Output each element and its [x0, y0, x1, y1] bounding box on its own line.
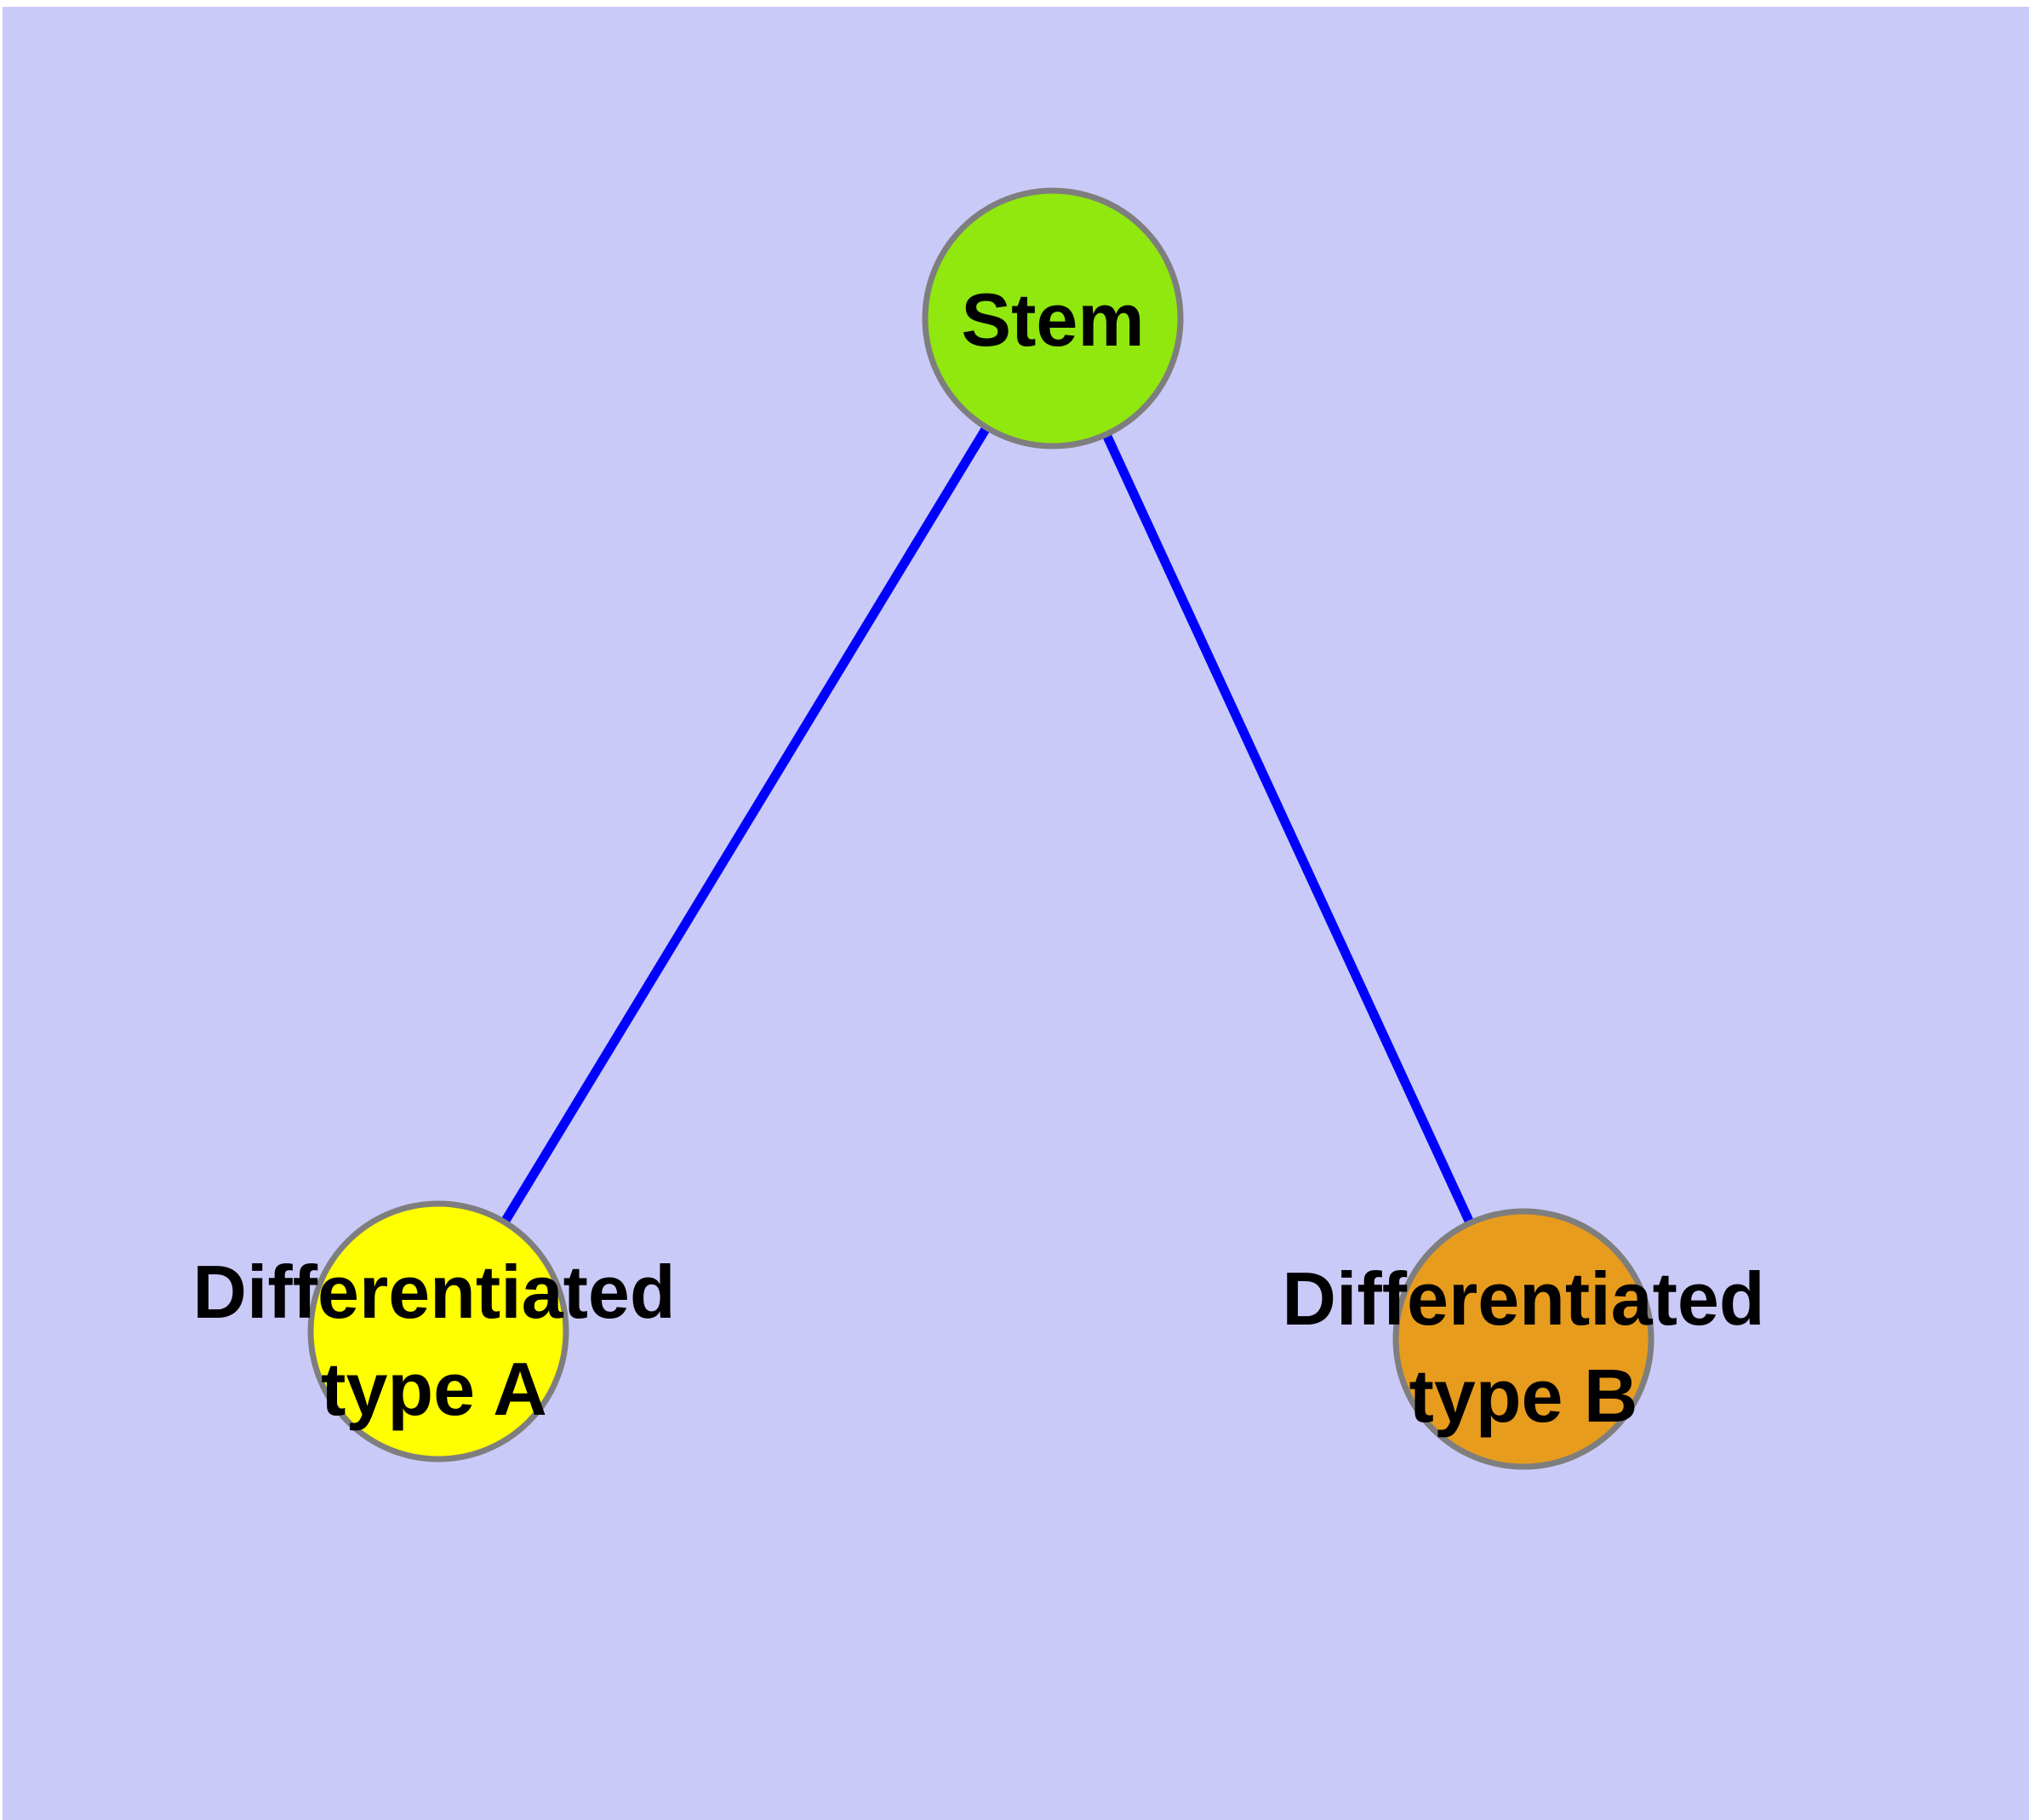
- node-differentiated-type-a: [307, 1200, 569, 1462]
- node-differentiated-type-b-label-line1: Differentiated: [1282, 1256, 1764, 1341]
- node-stem: [922, 187, 1184, 449]
- node-differentiated-type-b: [1392, 1208, 1655, 1470]
- node-differentiated-type-a-label-line1: Differentiated: [192, 1250, 675, 1334]
- edge-stem-to-differentiated-type-a: [434, 316, 1057, 1334]
- node-differentiated-type-b-label-line2: type B: [1409, 1354, 1638, 1438]
- node-stem-label: Stem: [961, 278, 1144, 362]
- node-differentiated-type-a-label-line2: type A: [321, 1347, 547, 1431]
- edge-stem-to-differentiated-type-b: [1049, 316, 1528, 1342]
